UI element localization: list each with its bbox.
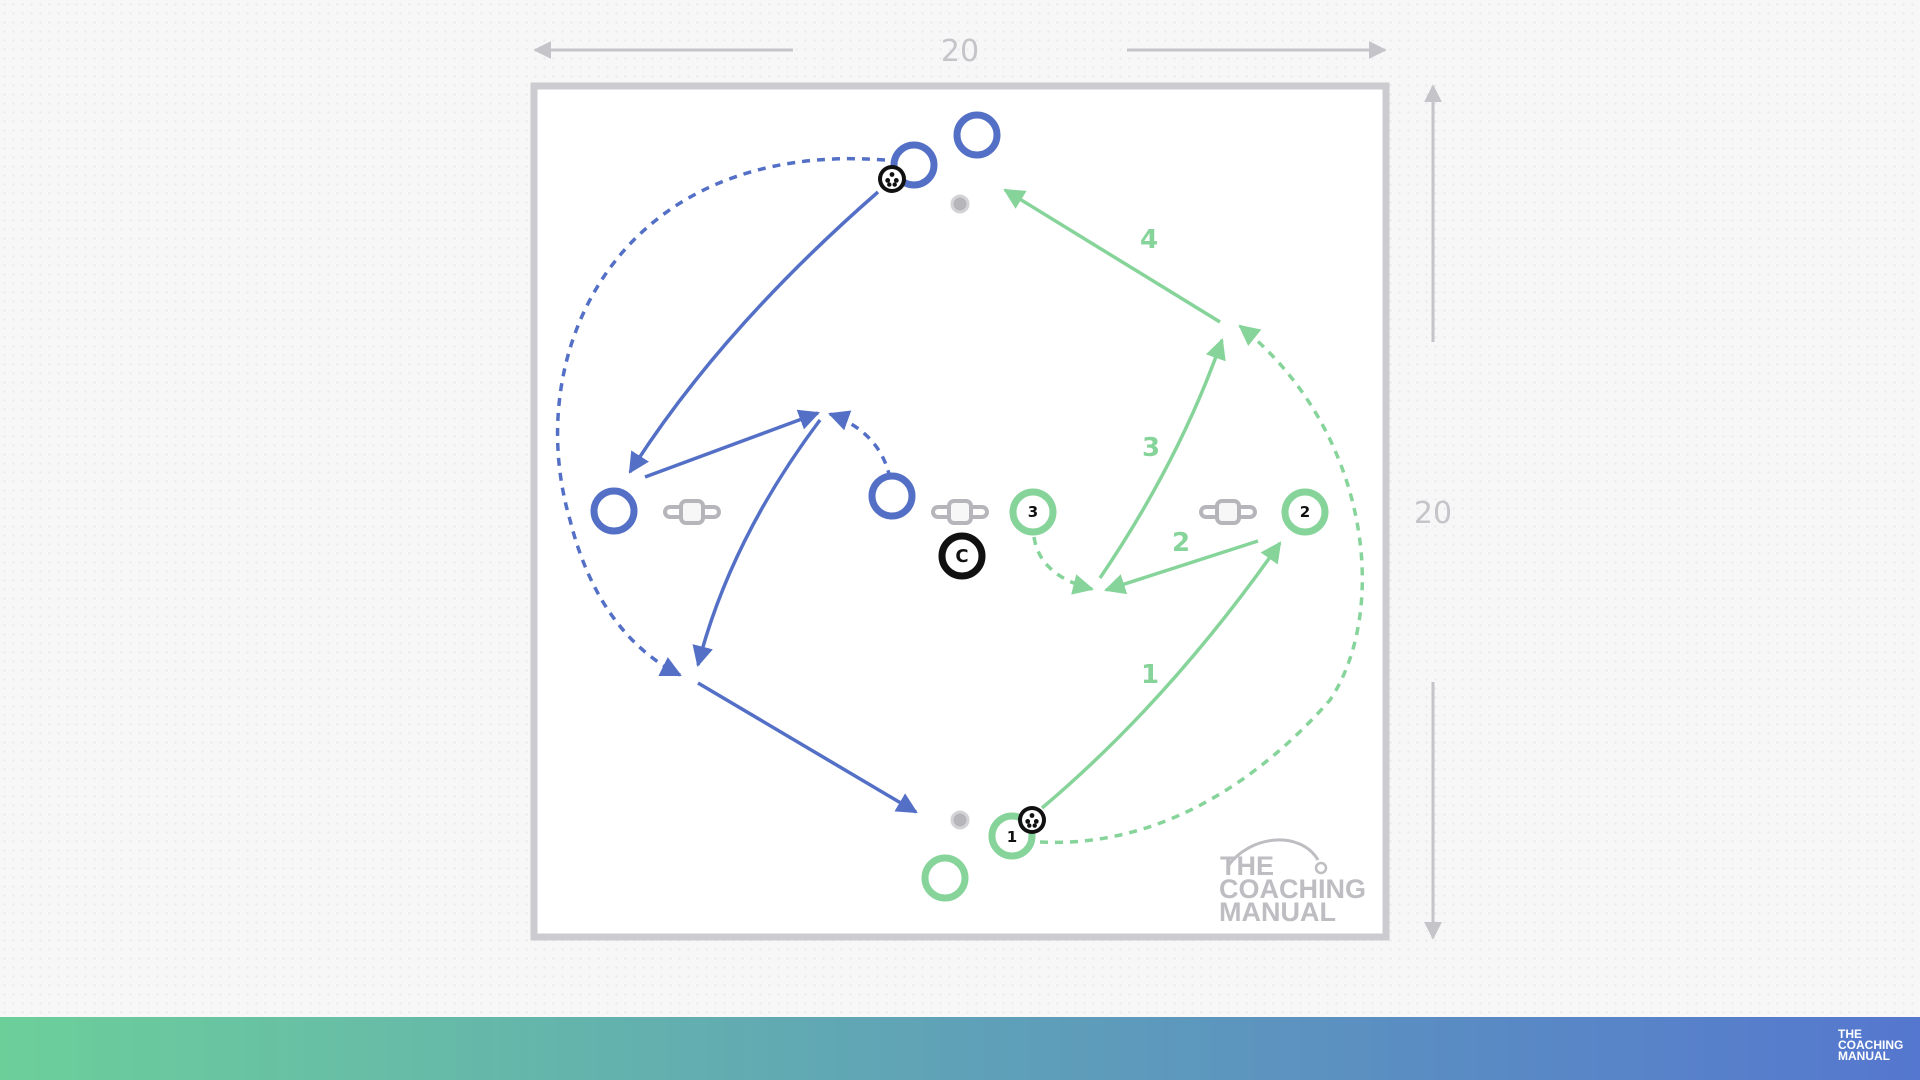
blue-pass-left-to-mid (644, 409, 820, 479)
blue-player-left (590, 487, 638, 535)
green-player-2-number: 2 (1300, 503, 1310, 521)
blue-pass-mid-to-low (692, 418, 822, 668)
step-label-1: 1 (1141, 660, 1159, 690)
footer-logo: THE COACHING MANUAL (1838, 1027, 1910, 1063)
blue-player-center (868, 472, 916, 520)
green-player-3-number: 3 (1028, 503, 1038, 521)
green-player-bottom (921, 854, 969, 902)
footer-logo-line-1: THE (1838, 1027, 1862, 1041)
ball-icon (878, 165, 906, 193)
green-player-3: 3 (1009, 488, 1057, 536)
watermark-line-2: COACHING (1219, 874, 1366, 904)
footer-logo-line-2: COACHING (1838, 1038, 1904, 1052)
width-label: 20 (941, 34, 979, 69)
step-label-3: 3 (1142, 433, 1160, 463)
step-label-4: 4 (1140, 225, 1158, 255)
green-run-center (1032, 536, 1095, 595)
coach-label: C (955, 546, 968, 567)
green-pass-3 (1098, 338, 1226, 579)
footer-gradient-bar: THE COACHING MANUAL (0, 1017, 1920, 1080)
drill-diagram: 20 20 1 2 3 4 3 (530, 34, 1452, 941)
blue-pass-top-to-left (628, 190, 880, 474)
green-team-movements (1003, 188, 1365, 845)
watermark-swoosh-icon (1226, 838, 1320, 867)
watermark-ball-icon (1314, 861, 1328, 875)
step-label-2: 2 (1172, 528, 1190, 558)
green-player-2: 2 (1281, 488, 1329, 536)
cone-top (950, 194, 970, 214)
green-pass-2 (1104, 539, 1259, 595)
watermark-line-1: THE (1220, 851, 1274, 881)
blue-pass-low-to-bottom (697, 681, 918, 814)
green-player-1-number: 1 (1007, 828, 1017, 846)
coach-marker: C (938, 532, 986, 580)
cone-bottom (950, 810, 970, 830)
blue-player-top (953, 111, 1001, 159)
width-dimension: 20 (533, 34, 1387, 69)
blue-run-top-loop (555, 156, 886, 677)
green-pass-4 (1003, 188, 1221, 324)
coaching-manual-watermark: THE COACHING MANUAL (1219, 838, 1366, 927)
blue-run-center (828, 410, 892, 479)
height-label: 20 (1414, 496, 1452, 531)
footer-logo-line-3: MANUAL (1838, 1049, 1890, 1063)
green-pass-1 (1040, 541, 1282, 810)
ball-icon (1018, 806, 1046, 834)
height-dimension: 20 (1414, 84, 1452, 940)
watermark-line-3: MANUAL (1219, 897, 1336, 927)
blue-team-movements (555, 156, 918, 814)
